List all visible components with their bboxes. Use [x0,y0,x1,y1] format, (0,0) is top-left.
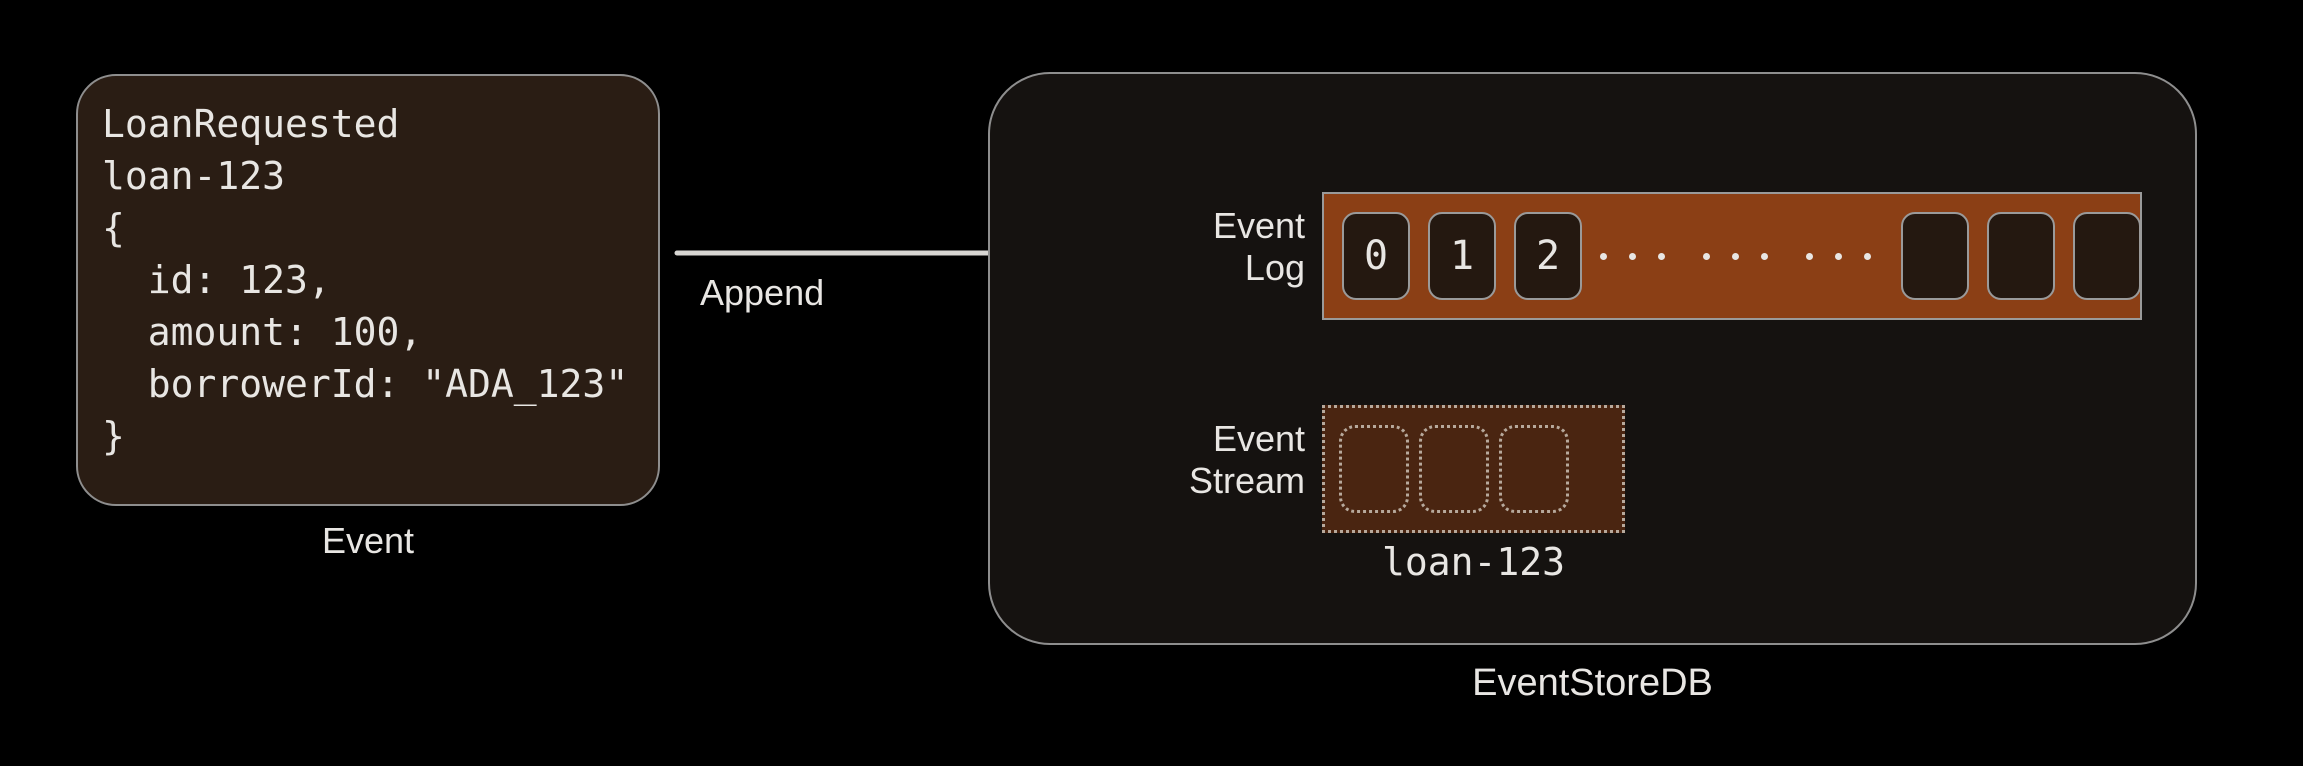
event-stream-label-line1: Event [1212,418,1305,459]
ellipsis-dot [1806,252,1813,260]
event-log-label-line2: Log [1244,247,1305,288]
ellipsis-dot [1703,252,1710,260]
event-log-cell[interactable]: 2 [1514,212,1582,300]
event-stream-label-line2: Stream [1188,460,1305,501]
event-log-cell[interactable]: 0 [1342,212,1410,300]
event-log-label: Event Log [1100,205,1305,289]
ellipsis-dot-group [1806,252,1871,260]
ellipsis-dot [1600,252,1607,260]
append-label: Append [700,272,825,313]
event-log-cell[interactable]: 1 [1428,212,1496,300]
ellipsis-dot [1732,252,1739,260]
eventstoredb-caption: EventStoreDB [1472,662,1713,704]
ellipsis-dot [1658,252,1665,260]
ellipsis-dot [1761,252,1768,260]
event-log-empty-cell[interactable] [2073,212,2141,300]
event-stream-box [1322,405,1625,533]
ellipsis-dot [1864,252,1871,260]
event-log-label-line1: Event [1212,205,1305,246]
event-log-empty-cell[interactable] [1987,212,2055,300]
event-stream-empty-cell[interactable] [1339,425,1409,513]
event-card: LoanRequested loan-123 { id: 123, amount… [76,74,660,506]
event-stream-label: Event Stream [1100,418,1305,502]
event-stream-empty-cell[interactable] [1499,425,1569,513]
event-stream-empty-cell[interactable] [1419,425,1489,513]
event-log-empty-cell[interactable] [1901,212,1969,300]
event-log-ellipsis [1600,212,1871,300]
event-card-caption: Event [321,520,415,561]
eventstoredb-container [988,72,2197,645]
event-stream-caption: loan-123 [1381,540,1566,584]
ellipsis-dot-group [1703,252,1768,260]
ellipsis-dot [1629,252,1636,260]
ellipsis-dot-group [1600,252,1665,260]
event-log-bar: 0 1 2 [1322,192,2142,320]
ellipsis-dot [1835,252,1842,260]
event-log-trailing-cells [1901,212,2141,300]
event-payload-code: LoanRequested loan-123 { id: 123, amount… [102,102,629,458]
